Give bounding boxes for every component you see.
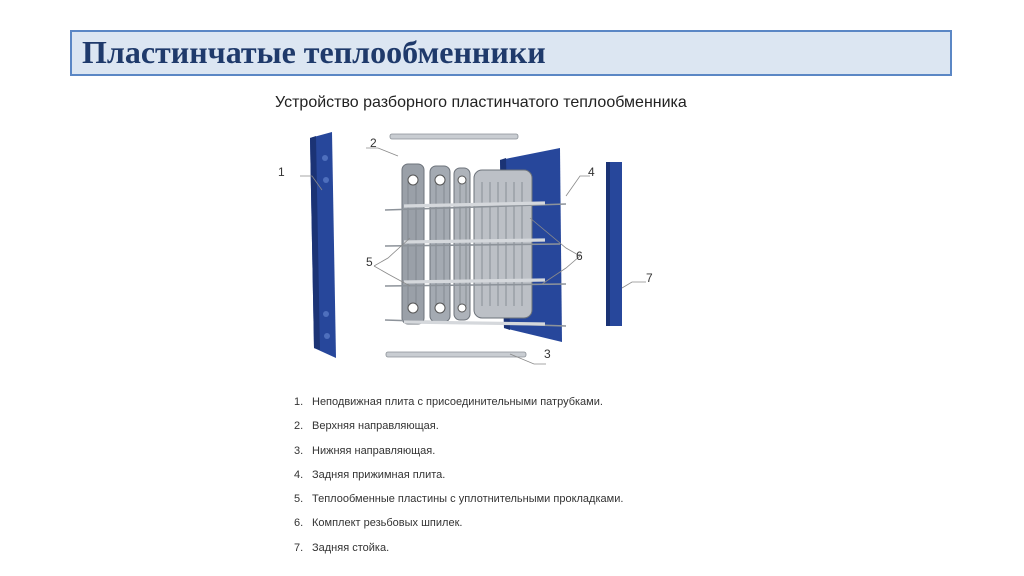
legend-item: 6. Комплект резьбовых шпилек. [294,516,623,540]
legend-item: 1. Неподвижная плита с присоединительными… [294,395,623,419]
heat-exchanger-diagram: 1 2 3 4 5 6 7 [278,132,653,365]
legend-item: 7. Задняя стойка. [294,541,623,565]
callout-2: 2 [370,136,377,150]
legend-item: 4. Задняя прижимная плита. [294,468,623,492]
legend-list: 1. Неподвижная плита с присоединительными… [294,395,623,565]
legend-number: 4. [294,468,304,481]
lower-guide [385,351,527,358]
legend-text: Теплообменные пластины с уплотнительными… [312,493,624,506]
legend-number: 5. [294,493,304,506]
diagram-subtitle: Устройство разборного пластинчатого тепл… [275,94,687,111]
legend-item: 3. Нижняя направляющая. [294,444,623,468]
legend-text: Нижняя направляющая. [312,444,436,457]
callout-3: 3 [544,347,551,361]
legend-number: 2. [294,420,304,433]
legend-number: 1. [294,396,304,408]
rear-support-column [606,162,622,326]
slide-title: Пластинчатые теплообменники [82,34,546,70]
legend-item: 5. Теплообменные пластины с уплотнительны… [294,492,623,516]
legend-text: Задняя стойка. [312,541,390,554]
legend-number: 3. [294,444,304,457]
title-bar: Пластинчатые теплообменники [70,30,952,76]
callout-7: 7 [646,271,653,285]
legend-number: 6. [294,517,304,530]
legend-text: Задняя прижимная плита. [312,468,446,481]
callout-6: 6 [576,249,583,263]
legend-text: Верхняя направляющая. [312,420,439,433]
callout-4: 4 [588,165,595,179]
fixed-plate [310,132,336,358]
callout-leaders [300,147,646,365]
upper-guide [389,133,519,140]
legend-item: 2. Верхняя направляющая. [294,419,623,443]
legend-number: 7. [294,541,304,554]
legend-text: Неподвижная плита с присоединительными п… [312,396,603,408]
callout-1: 1 [278,165,285,179]
legend-text: Комплект резьбовых шпилек. [312,517,463,530]
callout-5: 5 [366,255,373,269]
